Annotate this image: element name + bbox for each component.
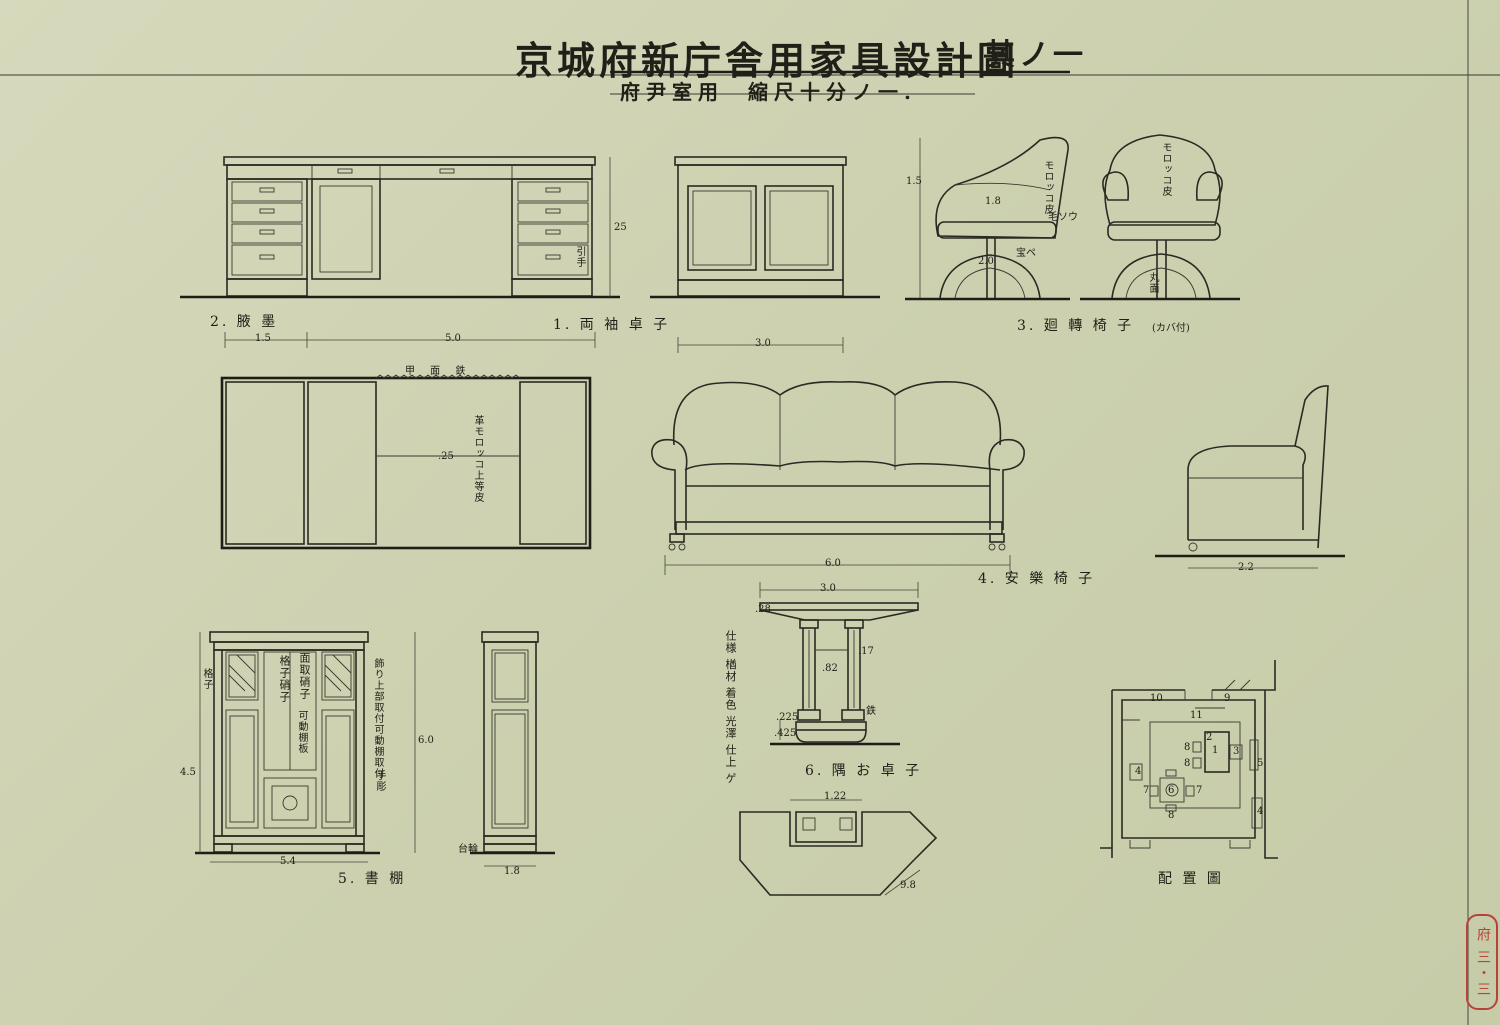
- sofa-front-elevation: [651, 380, 1025, 575]
- dim-table-plan: 1.22: [824, 791, 847, 802]
- desk-front-elevation: [180, 156, 620, 348]
- layout-num-6: 6: [1168, 785, 1175, 796]
- note-desk-leather: 革モロッコ上等皮: [472, 415, 483, 503]
- note-bookcase-shelf: 可動棚板: [296, 710, 307, 754]
- layout-num-2: 2: [1206, 732, 1213, 743]
- note-chair-fabric: 毛ソウ: [1048, 212, 1078, 223]
- note-chair-base: 丸面: [1147, 272, 1158, 294]
- layout-num-8c: 8: [1168, 810, 1175, 821]
- layout-num-9: 9: [1224, 693, 1231, 704]
- dim-bookcase-height: 6.0: [418, 735, 434, 746]
- note-bookcase-bevel-glass: 面取硝子: [298, 652, 311, 700]
- archive-stamp: 府 三・三: [1466, 914, 1498, 1010]
- note-desk-top: 甲 面 鉄: [405, 366, 472, 377]
- dim-desk-plan: .25: [438, 451, 454, 462]
- dim-desk-width: 5.0: [445, 333, 461, 344]
- dim-table-base2: .425: [774, 728, 797, 739]
- layout-num-1: 1: [1212, 745, 1219, 756]
- note-table-spec: 仕様 楢材 着色 光澤 仕上 ゲ: [724, 630, 737, 785]
- note-table-metal: 鉄: [866, 706, 876, 717]
- caption-desk: 1. 両 袖 卓 子: [553, 317, 671, 333]
- bookcase-front-elevation: [195, 631, 416, 863]
- room-layout-plan: [1100, 660, 1278, 859]
- dim-chair-base: 2.0: [978, 256, 994, 267]
- dim-bookcase-lower: 4.5: [180, 767, 196, 778]
- dim-bookcase-depth: 1.8: [504, 866, 520, 877]
- dim-table-width: 3.0: [820, 583, 836, 594]
- caption-chair: 3. 廻 轉 椅 子: [1017, 318, 1135, 334]
- dim-chair-seat: 1.8: [985, 196, 1001, 207]
- layout-num-4a: 4: [1135, 766, 1142, 777]
- desk-plan: [220, 374, 592, 550]
- dim-table-leg: .82: [822, 663, 838, 674]
- caption-bookcase: 5. 書 棚: [338, 871, 407, 887]
- desk-side-elevation: [650, 156, 880, 353]
- dim-chair-back: 1.5: [906, 176, 922, 187]
- caption-sofa: 4. 安 樂 椅 子: [978, 571, 1096, 587]
- note-chair-arm: 宝ペ: [1016, 248, 1036, 259]
- note-bookcase-side: 格子: [201, 668, 212, 690]
- dim-table-diagonal: 9.8: [900, 880, 916, 891]
- note-bookcase-base: 台輪: [458, 844, 478, 855]
- caption-layout: 配 置 圖: [1158, 871, 1224, 887]
- sofa-side-elevation: [1155, 385, 1345, 569]
- chair-side-elevation: [905, 136, 1070, 301]
- bookcase-side-elevation: [470, 631, 555, 867]
- dim-sofa-width: 6.0: [825, 558, 841, 569]
- drawing-title: 京城府新庁舎用家具設計圖: [515, 38, 1020, 83]
- note-drawer-pull: 引手: [574, 246, 585, 268]
- layout-num-8a: 8: [1184, 742, 1191, 753]
- dim-desk-depth: 3.0: [755, 338, 771, 349]
- corner-table-plan: [739, 799, 938, 896]
- drawing-subtitle: 府尹室用: [620, 80, 724, 104]
- chair-front-elevation: [1080, 134, 1240, 301]
- note-chair-leather-front: モロッコ皮: [1160, 142, 1171, 197]
- dim-table-base1: .225: [776, 712, 799, 723]
- drawing-scale: 縮尺十分ノ一.: [748, 80, 917, 104]
- layout-num-7b: 7: [1196, 785, 1203, 796]
- dim-desk-height: 25: [614, 222, 627, 233]
- note-bookcase-fitting: 飾り上部取付可動棚取付: [372, 658, 383, 779]
- layout-num-11: 11: [1190, 710, 1203, 721]
- note-chair-leather: モロッコ皮: [1042, 160, 1053, 215]
- layout-num-4b: 4: [1257, 806, 1264, 817]
- dim-sofa-depth: 2.2: [1238, 562, 1254, 573]
- caption-chair-note: (カバ付): [1152, 323, 1190, 334]
- layout-num-3: 3: [1233, 746, 1240, 757]
- layout-num-5: 5: [1257, 758, 1264, 769]
- note-bookcase-lattice-glass: 格子硝子: [278, 655, 291, 703]
- corner-table-elevation: [759, 582, 919, 746]
- layout-num-7a: 7: [1143, 785, 1150, 796]
- layout-num-10: 10: [1150, 693, 1163, 704]
- dim-desk-side-width: 1.5: [255, 333, 271, 344]
- caption-desk-side: 2. 腋 墨: [210, 314, 279, 330]
- caption-corner-table: 6. 隅 お 卓 子: [805, 763, 923, 779]
- dim-table-leg-width: .17: [858, 646, 874, 657]
- note-bookcase-finish: 手彫: [374, 770, 385, 792]
- dim-table-top: .28: [755, 604, 771, 615]
- layout-num-8b: 8: [1184, 758, 1191, 769]
- dim-bookcase-width: 5.4: [280, 856, 296, 867]
- sheet-number: 其ノ一: [985, 38, 1087, 73]
